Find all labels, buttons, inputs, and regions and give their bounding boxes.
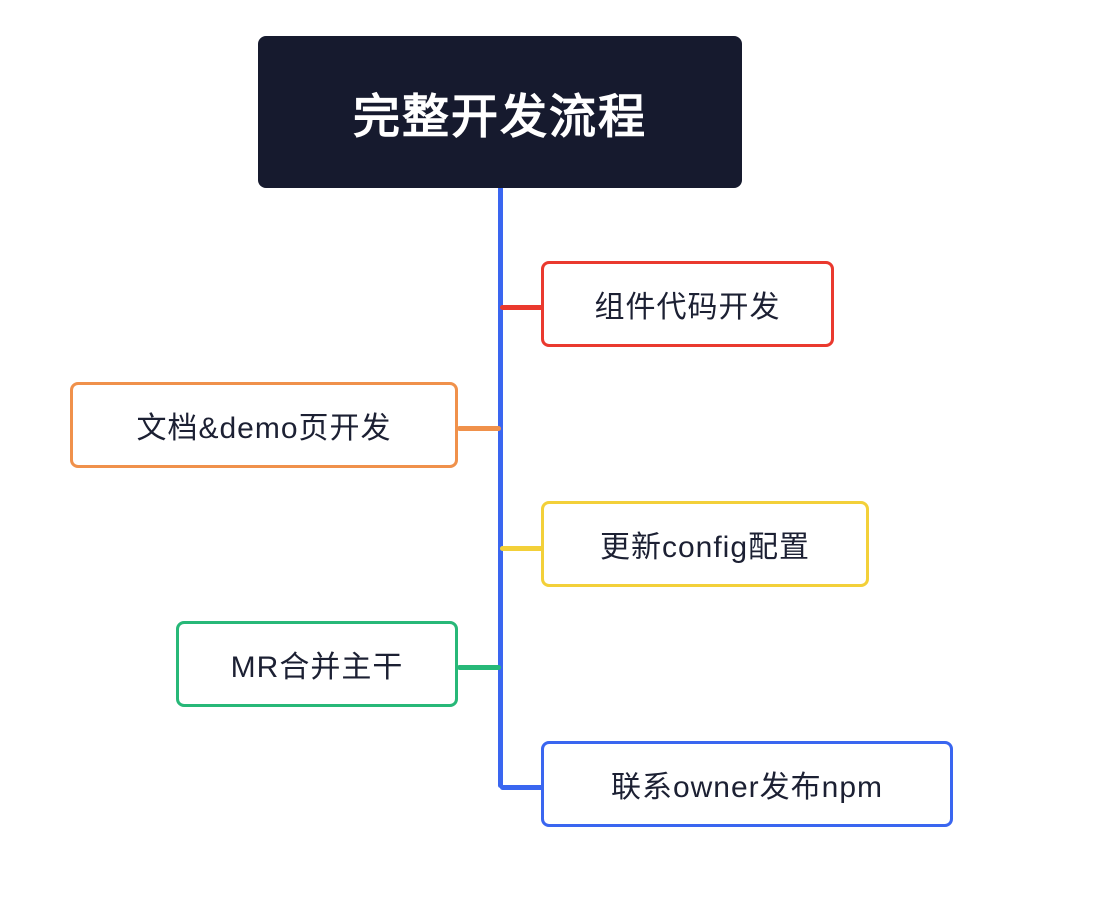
node-doc-demo-dev[interactable]: 文档&demo页开发 [70,382,466,476]
node-update-config[interactable]: 更新config配置 [541,501,877,595]
node-label: MR合并主干 [230,651,404,684]
trunk-line [498,186,503,788]
node-label: 联系owner发布npm [610,771,884,804]
node-label: 更新config配置 [599,531,811,564]
branch-line-mr-merge [457,665,501,670]
node-label: 文档&demo页开发 [136,412,392,445]
node-mr-merge-trunk[interactable]: MR合并主干 [176,621,466,715]
branch-line-npm-publish [500,785,544,790]
branch-line-doc-demo [457,426,501,431]
node-contact-owner-npm-publish[interactable]: 联系owner发布npm [541,741,961,835]
branch-line-update-config [500,546,544,551]
branch-line-component-dev [500,305,544,310]
root-node[interactable]: 完整开发流程 [258,36,754,200]
root-node-label: 完整开发流程 [353,89,647,143]
node-component-code-dev[interactable]: 组件代码开发 [541,261,842,355]
node-label: 组件代码开发 [594,291,781,324]
